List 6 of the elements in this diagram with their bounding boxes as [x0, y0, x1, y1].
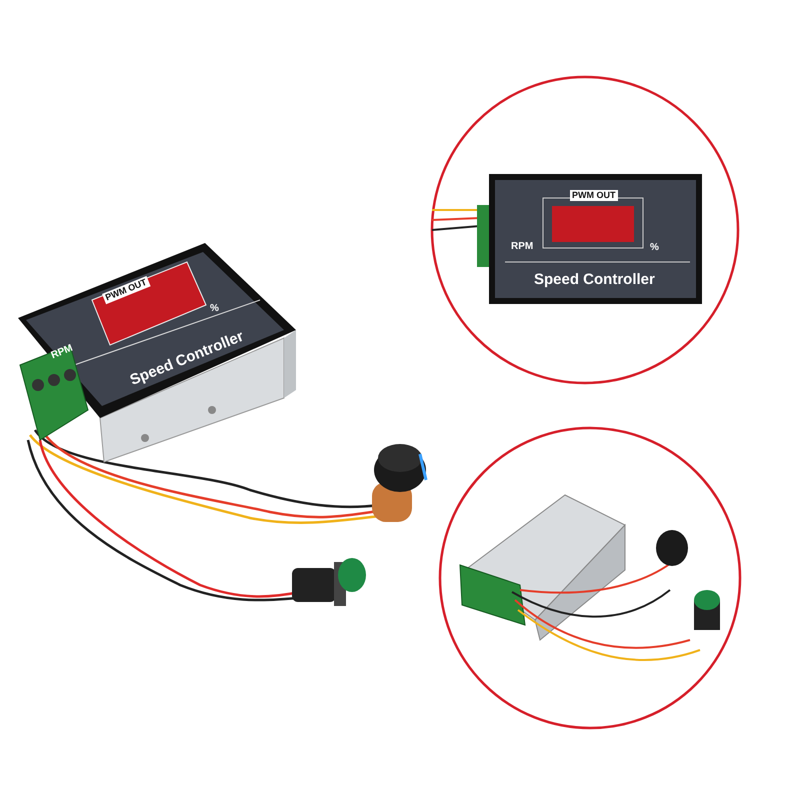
- display-caption: PWM OUT: [570, 190, 618, 201]
- panel-text: %: [650, 243, 659, 253]
- panel-text: %: [210, 304, 219, 314]
- panel-text: Speed Controller: [534, 272, 655, 287]
- panel-text: RPM: [50, 344, 74, 362]
- panel-text: RPM: [511, 242, 534, 252]
